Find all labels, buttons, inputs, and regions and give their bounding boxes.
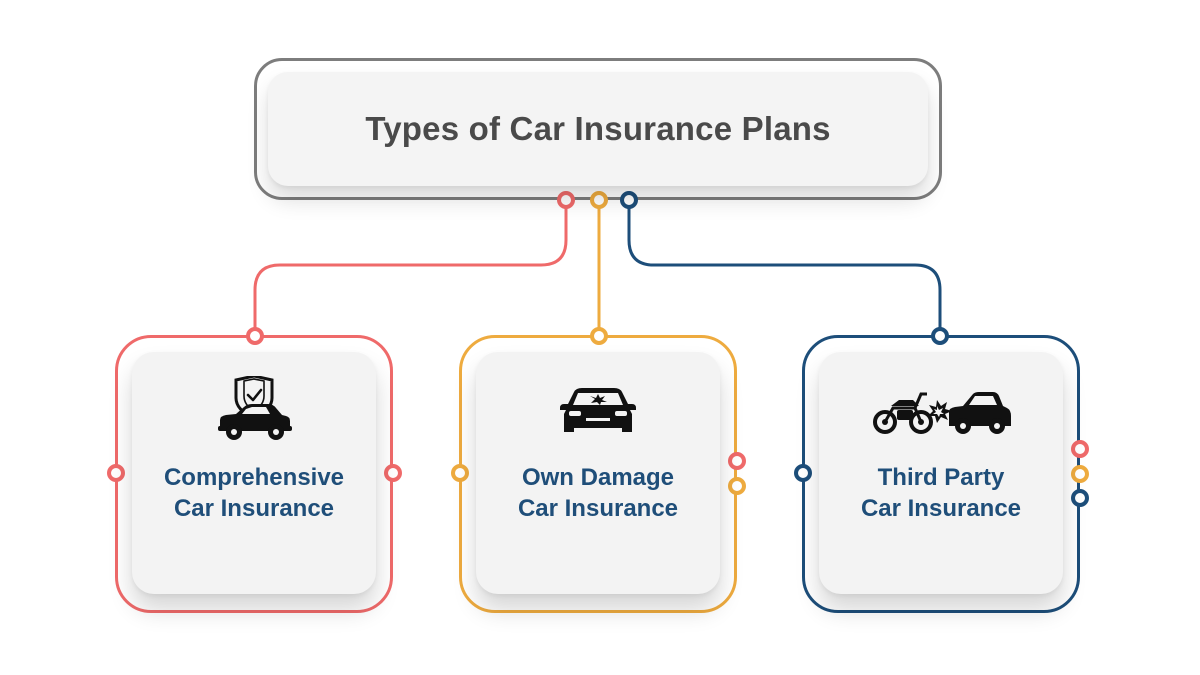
shield-car-icon: [218, 376, 292, 440]
connector-red: [253, 201, 568, 335]
plan-label-line2: Car Insurance: [860, 495, 1022, 522]
connector-blue: [627, 201, 942, 335]
plan-label-third-party: Third Party Car Insurance: [819, 462, 1063, 524]
plan-label-line2: Car Insurance: [517, 495, 679, 522]
car-damage-icon: [560, 388, 636, 432]
plan-label-comprehensive: Comprehensive Car Insurance: [132, 462, 376, 524]
diagram-title: Types of Car Insurance Plans: [365, 110, 831, 147]
plan-label-line1: Third Party: [877, 464, 1005, 491]
car-collision-icon: [873, 392, 1011, 434]
title-box: Types of Car Insurance Plans: [268, 72, 928, 186]
plan-card-own-damage: Own Damage Car Insurance: [476, 352, 720, 594]
plan-card-comprehensive: Comprehensive Car Insurance: [132, 352, 376, 594]
plan-card-third-party: Third Party Car Insurance: [819, 352, 1063, 594]
plan-label-line1: Own Damage: [521, 464, 675, 491]
plan-label-own-damage: Own Damage Car Insurance: [476, 462, 720, 524]
plan-label-line1: Comprehensive: [163, 464, 345, 491]
plan-label-line2: Car Insurance: [173, 495, 335, 522]
